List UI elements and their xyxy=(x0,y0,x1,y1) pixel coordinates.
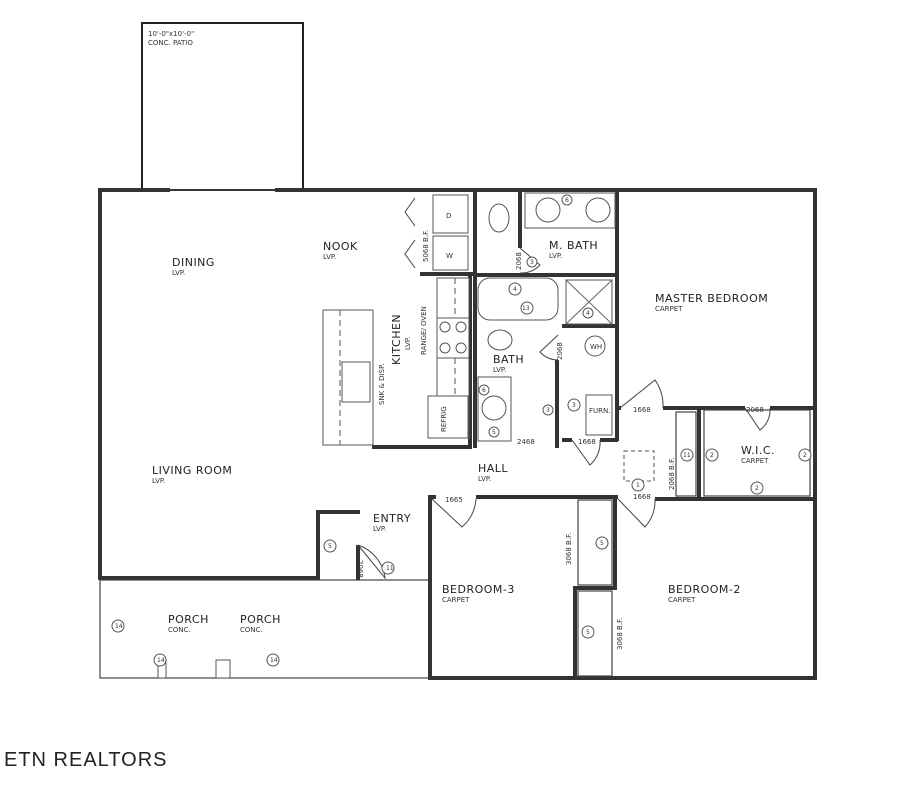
furnace-note: FURN. xyxy=(589,407,610,415)
door-swings xyxy=(357,197,771,580)
watermark-logo: ETN REALTORS xyxy=(4,749,168,771)
entry-label: ENTRY xyxy=(373,512,411,525)
patio-dims: 10'-0"x10'-0" xyxy=(148,30,194,38)
door-tag-furnace: 1668 xyxy=(578,438,596,446)
nook-floor: LVP. xyxy=(323,253,336,261)
nook-label: NOOK xyxy=(323,240,358,253)
svg-text:3: 3 xyxy=(572,402,576,409)
entry-floor: LVP. xyxy=(373,525,386,533)
door-tag-entry-closet: 2068 xyxy=(356,560,364,578)
svg-text:4: 4 xyxy=(513,286,517,293)
fixtures xyxy=(322,192,811,677)
porch-label-1: PORCH xyxy=(168,613,209,626)
porch-label-2: PORCH xyxy=(240,613,281,626)
patio-label: CONC. PATIO xyxy=(148,39,193,47)
svg-text:5: 5 xyxy=(586,629,590,636)
svg-text:11: 11 xyxy=(386,565,394,572)
svg-text:2: 2 xyxy=(710,452,714,459)
m-bath-floor: LVP. xyxy=(549,252,562,260)
hall-label: HALL xyxy=(478,462,508,475)
living-room-label: LIVING ROOM xyxy=(152,464,232,477)
hall-floor: LVP. xyxy=(478,475,491,483)
washer-note: W xyxy=(446,252,453,260)
laundry-door-note: 5068 B.F. xyxy=(422,230,430,262)
bath-floor: LVP. xyxy=(493,366,506,374)
svg-text:2: 2 xyxy=(803,452,807,459)
bedroom-2-floor: CARPET xyxy=(668,596,696,604)
door-tag-bath: 2068 xyxy=(556,342,564,360)
door-tag-bedroom-3: 1665 xyxy=(445,496,463,504)
svg-text:1: 1 xyxy=(636,482,640,489)
bedroom-3-floor: CARPET xyxy=(442,596,470,604)
door-tag-wic: 2068 xyxy=(746,406,764,414)
svg-text:14: 14 xyxy=(270,657,278,664)
bedroom-2-closet-note: 3068 B.F. xyxy=(616,618,624,650)
linen-closet-note: 2068 B.F. xyxy=(668,458,676,490)
patio-outline xyxy=(141,22,304,191)
svg-text:14: 14 xyxy=(115,623,123,630)
svg-text:5: 5 xyxy=(492,429,496,436)
water-heater-note: WH xyxy=(590,343,602,351)
callouts: 14 14 14 1 11 2 3 3 3 4 4 5 6 6 13 5 11 … xyxy=(111,194,812,667)
refrig-note: REFRIG xyxy=(440,406,448,432)
svg-text:13: 13 xyxy=(522,305,530,312)
svg-text:3: 3 xyxy=(546,407,550,414)
walls xyxy=(98,188,817,680)
bedroom-2-label: BEDROOM-2 xyxy=(668,583,741,596)
door-tag-bath-bottom: 2468 xyxy=(517,438,535,446)
svg-text:14: 14 xyxy=(157,657,165,664)
living-room-floor: LVP. xyxy=(152,477,165,485)
sink-note: SNK & DISP. xyxy=(378,364,386,405)
porch-floor-2: CONC. xyxy=(240,626,263,634)
kitchen-floor: LVP. xyxy=(404,337,412,350)
dining-floor: LVP. xyxy=(172,269,185,277)
wic-floor: CARPET xyxy=(741,457,769,465)
svg-text:5: 5 xyxy=(328,543,332,550)
dining-label: DINING xyxy=(172,256,215,269)
door-tag-mbath: 2068 xyxy=(515,252,523,270)
kitchen-label: KITCHEN xyxy=(390,314,403,365)
wic-label: W.I.C. xyxy=(741,444,775,457)
door-tag-hall-master: 1668 xyxy=(633,406,651,414)
bedroom-3-closet-note: 3068 B.F. xyxy=(565,533,573,565)
master-bedroom-label: MASTER BEDROOM xyxy=(655,292,768,305)
svg-text:5: 5 xyxy=(600,540,604,547)
svg-text:3: 3 xyxy=(530,259,534,266)
svg-text:6: 6 xyxy=(482,387,486,394)
svg-text:2: 2 xyxy=(755,485,759,492)
bedroom-3-label: BEDROOM-3 xyxy=(442,583,515,596)
svg-text:6: 6 xyxy=(565,197,569,204)
bath-label: BATH xyxy=(493,353,524,366)
master-bedroom-floor: CARPET xyxy=(655,305,683,313)
range-note: RANGE/ OVEN xyxy=(420,306,428,355)
door-tag-hall-bedroom-2: 1668 xyxy=(633,493,651,501)
porch-floor-1: CONC. xyxy=(168,626,191,634)
dryer-note: D xyxy=(446,212,451,220)
m-bath-label: M. BATH xyxy=(549,239,598,252)
svg-text:4: 4 xyxy=(586,310,590,317)
svg-text:11: 11 xyxy=(683,452,691,459)
